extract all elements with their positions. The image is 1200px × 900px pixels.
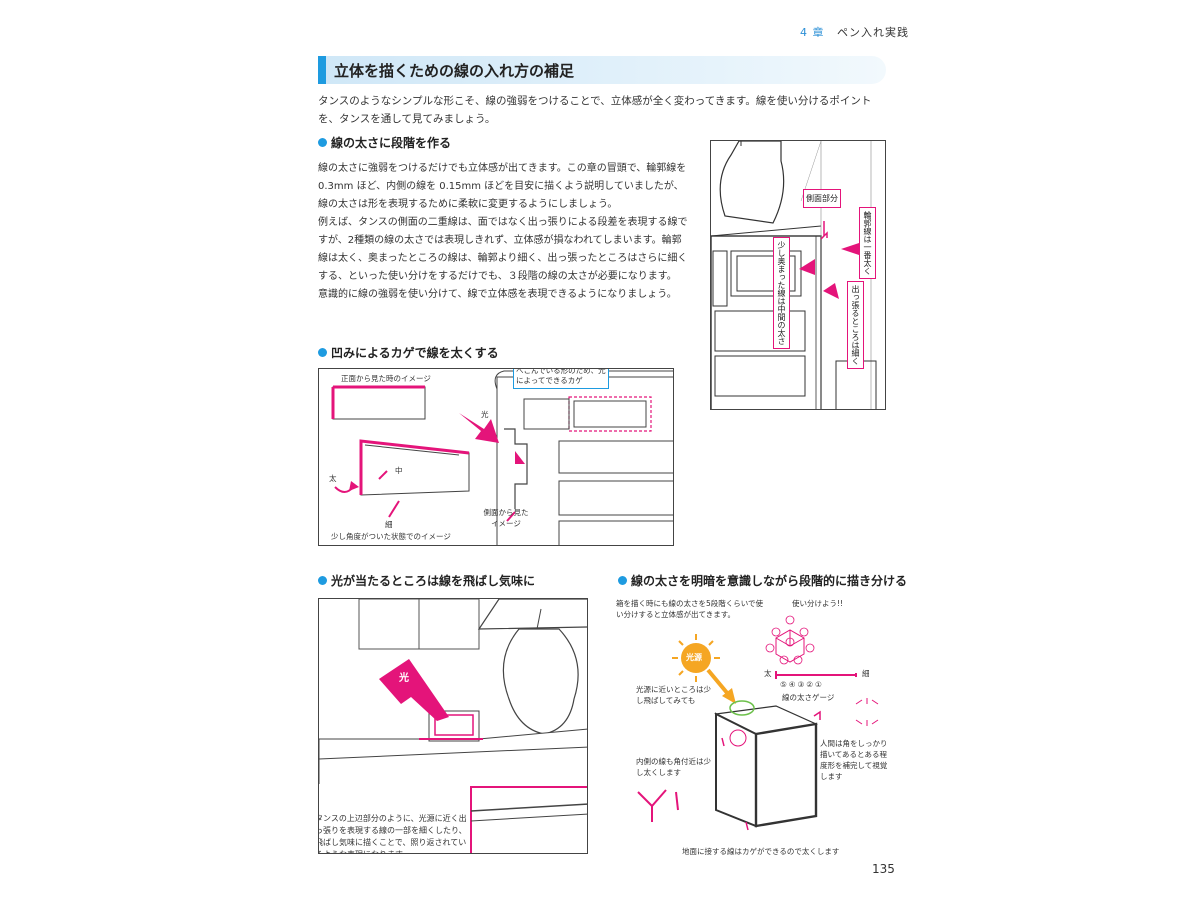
inner-corner-note: 内側の線も角付近は少し太くします [636, 757, 711, 777]
lamp-illustration [319, 599, 587, 853]
label-front-view: 正面から見た時のイメージ [341, 374, 431, 383]
dresser-side-figure: 側面部分 輪郭線は一番太く 少し奥まった線は中間の太さ 出っ張るところは細く [710, 140, 886, 410]
thickness-body: 線の太さに強弱をつけるだけでも立体感が出てきます。この章の冒頭で、輪郭線を 0.… [318, 160, 690, 304]
chapter-title: ペン入れ実践 [837, 26, 909, 39]
dresser-side-illustration [711, 141, 877, 409]
recess-figure: 正面から見た時のイメージ へこんでいる形のため、光によってできるカゲ 光 太 中… [318, 368, 674, 546]
bullet-dot-icon [318, 576, 327, 585]
scale-numbers: ⑤④③②① [780, 680, 824, 689]
label-recess-mid: 少し奥まった線は中間の太さ [773, 237, 790, 349]
heading-light-label: 光が当たるところは線を飛ばし気味に [331, 574, 536, 588]
page-number: 135 [872, 862, 895, 876]
label-mid: 中 [395, 466, 403, 475]
paragraph: 例えば、タンスの側面の二重線は、面ではなく出っ張りによる段差を表現する線ですが、… [318, 217, 688, 282]
heading-recess-label: 凹みによるカゲで線を太くする [331, 346, 499, 360]
label-thin: 細 [385, 520, 393, 529]
label-side-view: 側面から見た イメージ [483, 508, 529, 528]
light-caption: タンスの上辺部分のように、光源に近く出っ張りを表現する線の一部を細くしたり、飛ば… [318, 814, 467, 853]
label-protrude-thin: 出っ張るところは細く [847, 281, 864, 369]
heading-thickness: 線の太さに段階を作る [318, 134, 451, 151]
note-top: 箱を描く時にも線の太さを5段階くらいで使い分けすると立体感が出てきます。 [616, 599, 764, 619]
heading-thickness-label: 線の太さに段階を作る [331, 136, 452, 150]
shading-figure: 箱を描く時にも線の太さを5段階くらいで使い分けすると立体感が出てきます。 使い分… [616, 596, 888, 858]
paragraph: 線の太さに強弱をつけるだけでも立体感が出てきます。この章の冒頭で、輪郭線を 0.… [318, 163, 687, 210]
heading-light: 光が当たるところは線を飛ばし気味に [318, 572, 535, 589]
heading-recess: 凹みによるカゲで線を太くする [318, 344, 499, 361]
section-title: 立体を描くための線の入れ方の補足 [334, 62, 575, 80]
box-illustration [637, 615, 879, 831]
heading-shading-label: 線の太さを明暗を意識しながら段階的に描き分ける [631, 574, 908, 588]
label-angled-view: 少し角度がついた状態でのイメージ [331, 532, 451, 541]
recess-illustration [331, 370, 673, 545]
sun-icon [672, 634, 720, 682]
use-label: 使い分けよう!! [792, 599, 844, 608]
chapter-number: 4 章 [800, 26, 825, 39]
chapter-header: 4 章 ペン入れ実践 [800, 24, 909, 40]
bullet-dot-icon [318, 138, 327, 147]
lamp-figure: 光 タンスの上辺部分のように、光源に近く出っ張りを表現する線の一部を細くしたり、… [318, 598, 588, 854]
ground-note: 地面に接する線はカゲができるので太くします [682, 847, 840, 856]
label-outline-thick: 輪郭線は一番太く [859, 207, 876, 279]
label-side-part: 側面部分 [803, 189, 841, 208]
paragraph: 意識的に線の強弱を使い分けて、線で立体感を表現できるようになりましょう。 [318, 289, 677, 300]
human-note: 人間は角をしっかり描いてあるとある程度形を補完して視覚します [820, 739, 888, 781]
bullet-dot-icon [318, 348, 327, 357]
scale-thin: 細 [862, 669, 870, 678]
intro-text: タンスのようなシンプルな形こそ、線の強弱をつけることで、立体感が全く変わってきま… [318, 95, 872, 125]
gauge-label: 線の太さゲージ [782, 693, 835, 702]
heading-shading: 線の太さを明暗を意識しながら段階的に描き分ける [618, 572, 907, 589]
label-recess-note: へこんでいる形のため、光によってできるカゲ [513, 369, 609, 389]
light-label: 光 [399, 673, 409, 684]
label-light: 光 [481, 410, 489, 419]
bullet-dot-icon [618, 576, 627, 585]
scale-thick: 太 [764, 669, 772, 678]
light-source-label: 光源 [686, 653, 702, 662]
label-thick: 太 [329, 474, 337, 483]
near-light-note: 光源に近いところは少し飛ばしてみても [636, 685, 711, 705]
section-title-bar: 立体を描くための線の入れ方の補足 [318, 56, 886, 84]
